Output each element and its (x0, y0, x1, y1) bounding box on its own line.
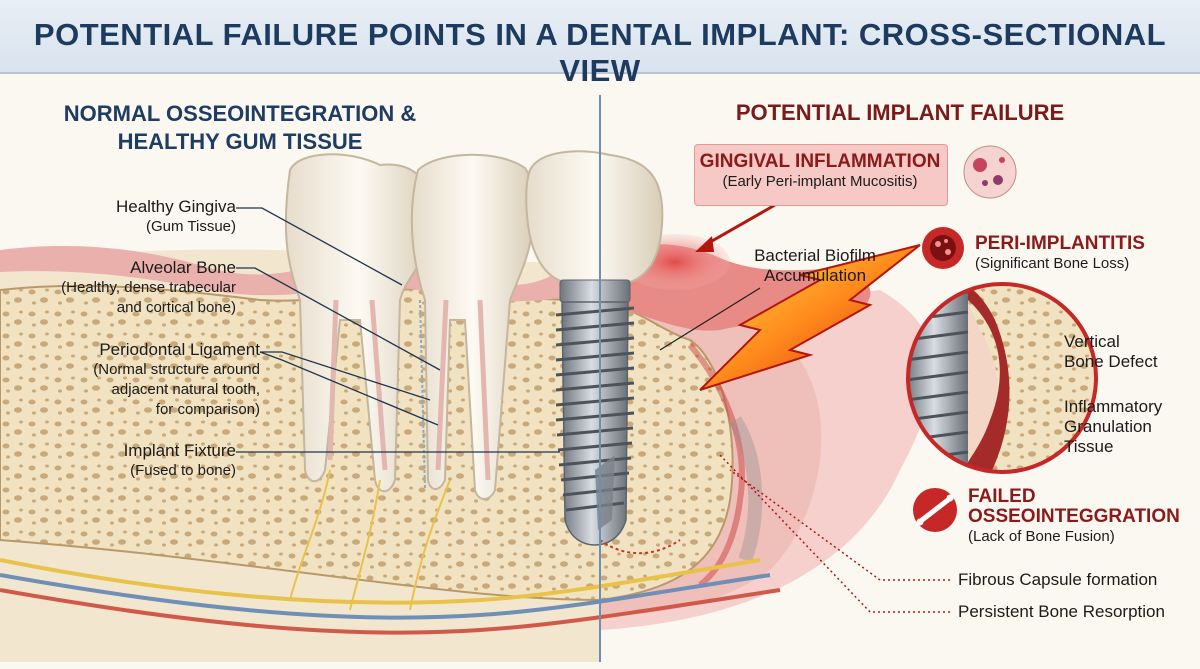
label-alveolar-bone: Alveolar Bone (Healthy, dense trabecular… (20, 258, 236, 318)
failure-arrow-icon (699, 244, 921, 391)
left-heading-line1: NORMAL OSSEOINTEGRATION & (63, 101, 417, 126)
biofilm-line-2: Accumulation (763, 266, 867, 285)
label-bacterial-biofilm: Bacterial Biofilm Accumulation (735, 246, 895, 286)
alveolar-bone-title: Alveolar Bone (130, 258, 236, 277)
label-periimplantitis: PERI-IMPLANTITIS (Significant Bone Loss) (975, 234, 1185, 274)
failed-detail: (Lack of Bone Fusion) (968, 528, 1115, 545)
label-granulation-tissue: Inflammatory Granulation Tissue (1064, 397, 1194, 457)
magnified-view (906, 282, 1098, 474)
failed-title-line-1: FAILED (968, 486, 1036, 507)
dotted-leaders (719, 454, 950, 613)
vertical-defect-line-2: Bone Defect (1064, 352, 1158, 371)
gingival-arrow-head-icon (695, 236, 714, 252)
label-healthy-gingiva: Healthy Gingiva (Gum Tissue) (20, 197, 236, 237)
left-section-heading: NORMAL OSSEOINTEGRATION & HEALTHY GUM TI… (40, 100, 440, 156)
implant-fixture (555, 279, 635, 546)
label-failed-osseointegration: FAILED OSSEOINTEGGRATION (Lack of Bone F… (968, 487, 1188, 547)
fibrous-capsule-line (599, 539, 681, 555)
natural-tooth-2 (410, 153, 535, 500)
left-heading-line2: HEALTHY GUM TISSUE (117, 129, 363, 154)
left-leader-lines (236, 207, 560, 453)
vertical-defect-line-1: Vertical (1064, 332, 1120, 351)
label-periodontal-ligament: Periodontal Ligament (Normal structure a… (20, 340, 260, 420)
broken-bone-icon (913, 488, 957, 532)
label-bone-resorption: Persistent Bone Resorption (958, 602, 1165, 621)
bacteria-icon (963, 145, 1017, 199)
label-gingival-inflammation: GINGIVAL INFLAMMATION (Early Peri-implan… (694, 152, 946, 192)
healthy-gingiva-title: Healthy Gingiva (115, 197, 236, 216)
alveolar-bone-detail-2: and cortical bone) (116, 299, 236, 316)
granulation-line-1: Inflammatory (1064, 397, 1163, 416)
gingival-inflammation-detail: (Early Peri-implant Mucositis) (722, 173, 918, 190)
gingival-inflammation-title: GINGIVAL INFLAMMATION (699, 151, 941, 172)
granulation-line-2: Granulation (1064, 417, 1152, 436)
nerves-vessels (0, 469, 781, 635)
gingival-inflammation-box (694, 144, 948, 206)
label-fibrous-capsule: Fibrous Capsule formation (958, 570, 1158, 589)
failed-title-line-2: OSSEOINTEGGRATION (968, 506, 1180, 527)
implant-fixture-detail: (Fused to bone) (130, 462, 236, 479)
granulation-line-3: Tissue (1064, 437, 1114, 456)
implant-crown (525, 150, 664, 283)
periodontal-ligament-detail-1: (Normal structure around (93, 361, 260, 378)
periodontal-ligament-detail-2: adjacent natural tooth, (111, 381, 260, 398)
gingival-arrow-line (704, 203, 776, 247)
implant-fixture-title: Implant Fixture (123, 441, 236, 460)
periodontal-ligament-detail-3: for comparison) (155, 401, 260, 418)
title-bar (0, 0, 1200, 74)
periimplantitis-title: PERI-IMPLANTITIS (975, 233, 1145, 254)
label-implant-fixture: Implant Fixture (Fused to bone) (20, 441, 236, 481)
alveolar-bone-detail-1: (Healthy, dense trabecular (61, 279, 236, 296)
right-section-heading: POTENTIAL IMPLANT FAILURE (735, 100, 1065, 125)
healthy-gingiva-detail: (Gum Tissue) (145, 218, 236, 235)
label-vertical-bone-defect: Vertical Bone Defect (1064, 332, 1184, 372)
periimplantitis-detail: (Significant Bone Loss) (975, 255, 1130, 272)
diagram-title: POTENTIAL FAILURE POINTS IN A DENTAL IMP… (33, 17, 1167, 88)
periimplantitis-icon (922, 227, 964, 269)
biofilm-line-1: Bacterial Biofilm (754, 246, 876, 265)
periodontal-ligament-title: Periodontal Ligament (99, 340, 260, 359)
